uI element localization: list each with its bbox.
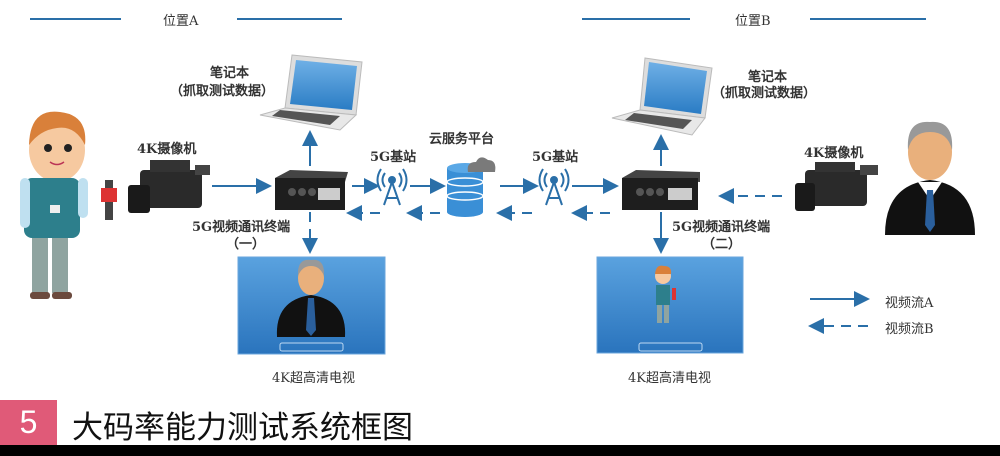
footer-bar <box>0 445 1000 456</box>
tv-b-icon <box>596 256 744 354</box>
location-b-label: 位置B <box>735 14 771 29</box>
terminal-a-index: （一） <box>226 237 266 252</box>
figure-number: 5 <box>0 400 57 445</box>
terminal-b-icon <box>622 170 700 210</box>
camera-a-label: 4K摄像机 <box>137 142 197 157</box>
reporter-person-icon <box>20 111 117 299</box>
laptop-a-icon <box>259 54 363 131</box>
camera-b-icon <box>795 162 878 211</box>
tv-a-label: 4K超高清电视 <box>272 371 355 386</box>
base-station-b-icon <box>538 168 570 206</box>
location-a-label: 位置A <box>163 14 199 29</box>
legend-stream-a: 视频流A <box>885 296 934 311</box>
base-station-a-label: 5G基站 <box>370 150 417 165</box>
base-station-a-icon <box>376 168 408 206</box>
cloud-platform-label: 云服务平台 <box>429 132 495 147</box>
laptop-a-title: 笔记本 <box>210 66 250 81</box>
video-stream-b-arrows <box>302 134 782 254</box>
businessman-person-icon <box>885 121 975 235</box>
terminal-a-label: 5G视频通讯终端 <box>192 220 291 235</box>
cloud-database-icon <box>446 157 496 217</box>
laptop-b-title: 笔记本 <box>748 70 788 85</box>
legend-stream-b: 视频流B <box>885 322 934 337</box>
camera-b-label: 4K摄像机 <box>804 146 864 161</box>
terminal-b-label: 5G视频通讯终端 <box>672 220 771 235</box>
tv-a-icon <box>237 256 386 355</box>
figure-caption: 大码率能力测试系统框图 <box>72 410 413 446</box>
laptop-a-subtitle: （抓取测试数据） <box>170 84 275 99</box>
tv-b-label: 4K超高清电视 <box>628 371 711 386</box>
video-stream-a-arrows <box>212 130 669 254</box>
laptop-b-icon <box>611 57 713 136</box>
terminal-a-icon <box>275 170 348 210</box>
base-station-b-label: 5G基站 <box>532 150 579 165</box>
laptop-b-subtitle: （抓取测试数据） <box>712 86 817 101</box>
camera-a-icon <box>128 160 210 213</box>
terminal-b-index: （二） <box>702 237 742 252</box>
